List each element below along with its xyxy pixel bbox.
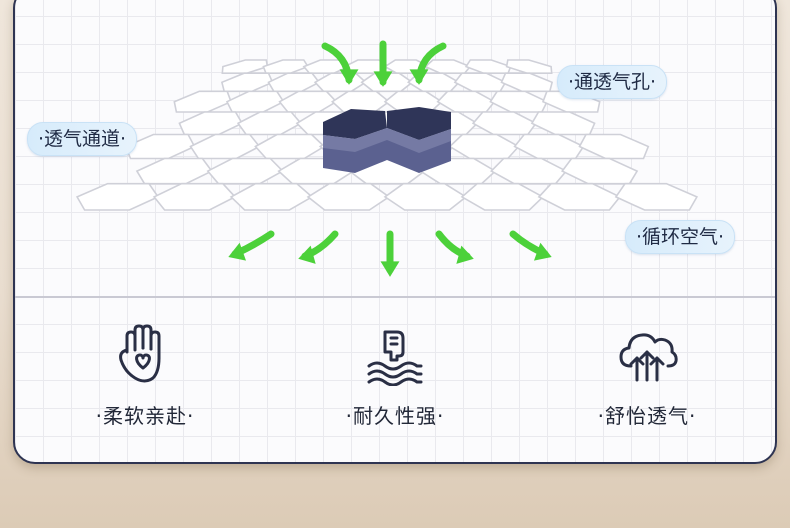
callout-air-channel: ·透气通道· — [27, 122, 138, 156]
feature-label-softness: ·柔软亲赴· — [95, 404, 195, 428]
mesh-cell — [383, 182, 468, 211]
mesh-cell — [267, 72, 321, 93]
arrowhead — [409, 69, 429, 85]
mesh-cell — [135, 157, 214, 185]
press-rebound-icon — [363, 322, 427, 387]
mesh-cell — [173, 90, 233, 113]
breathable-cloud-icon — [615, 322, 679, 386]
mesh-cell — [489, 157, 568, 185]
mesh-cell — [236, 111, 303, 136]
feature-breathable: ·舒怡透气· — [557, 322, 737, 429]
arrowhead — [373, 71, 393, 87]
mesh-cell — [229, 182, 314, 211]
mesh-cell — [513, 133, 585, 160]
mesh-cell — [75, 182, 160, 211]
mesh-cell — [278, 90, 338, 113]
arrowhead — [339, 69, 359, 85]
soft-hand-heart-icon — [113, 322, 177, 386]
arrowhead — [380, 261, 400, 277]
mesh-cell — [221, 59, 269, 74]
mesh-cell — [505, 59, 553, 74]
arrowhead — [533, 242, 552, 261]
mesh-cell — [306, 182, 391, 211]
feature-label-breathable: ·舒怡透气· — [597, 404, 697, 428]
mesh-cell — [313, 72, 368, 93]
mesh-cell — [189, 133, 261, 160]
mesh-cell — [178, 111, 244, 136]
foam-block — [323, 107, 451, 173]
mesh-cell — [500, 72, 554, 93]
mesh-cell — [560, 157, 639, 185]
mesh-cell — [152, 182, 237, 211]
honeycomb-mesh — [75, 59, 699, 211]
mesh-cell — [460, 182, 545, 211]
mesh-cell — [448, 133, 520, 160]
arrowhead — [298, 245, 316, 264]
callout-air-circulation: ·循环空气· — [625, 220, 736, 254]
feature-softness: ·柔软亲赴· — [55, 322, 235, 429]
mesh-cell — [471, 111, 538, 136]
mesh-cell — [614, 182, 699, 211]
arrowhead — [456, 245, 474, 264]
callout-air-hole: ·通透气孔· — [557, 65, 668, 99]
mesh-cell — [537, 182, 622, 211]
mesh-cell — [489, 90, 549, 113]
mesh-cell — [262, 59, 310, 74]
mesh-cell — [206, 157, 285, 185]
airflow-diagram — [75, 40, 699, 277]
airflow-arrows — [228, 40, 552, 277]
mesh-cell — [453, 72, 507, 93]
mesh-cell — [578, 133, 650, 160]
arrowhead — [228, 242, 247, 261]
feature-durability: ·耐久性强· — [305, 322, 485, 429]
info-card: ·透气通道· ·通透气孔· ·循环空气· ·柔软亲赴· — [13, 0, 777, 464]
section-divider — [15, 296, 775, 298]
mesh-cell — [530, 111, 596, 136]
feature-label-durability: ·耐久性强· — [345, 404, 445, 428]
mesh-cell — [330, 90, 391, 113]
mesh-cell — [424, 59, 472, 74]
mesh-cell — [436, 90, 496, 113]
mesh-cell — [220, 72, 274, 93]
mesh-cell — [225, 90, 285, 113]
mesh-cell — [254, 133, 326, 160]
mesh-cell — [464, 59, 512, 74]
